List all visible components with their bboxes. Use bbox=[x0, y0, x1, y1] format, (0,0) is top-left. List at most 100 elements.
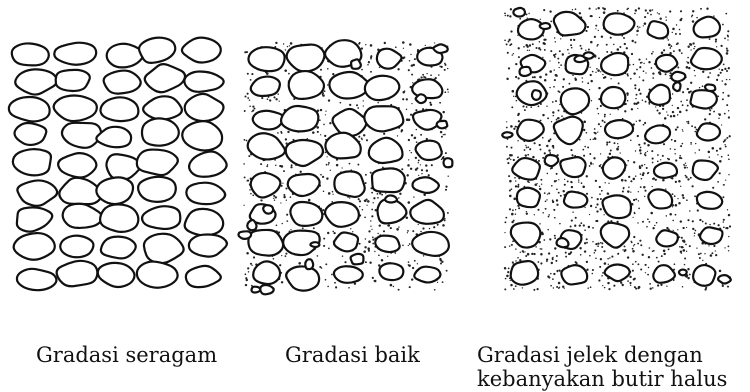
fine-grain bbox=[590, 205, 592, 207]
fine-grain bbox=[677, 198, 678, 199]
fine-grain bbox=[709, 109, 710, 110]
fine-grain bbox=[600, 126, 601, 127]
fine-grain bbox=[341, 167, 342, 168]
fine-grain bbox=[668, 158, 670, 160]
fine-grain bbox=[630, 285, 631, 286]
fine-grain bbox=[617, 143, 618, 144]
caption-poor-gradation-line2: kebanyakan butir halus bbox=[477, 367, 727, 391]
fine-grain bbox=[590, 80, 592, 82]
fine-grain bbox=[635, 261, 637, 263]
fine-grain bbox=[403, 48, 404, 49]
fine-grain bbox=[713, 223, 715, 225]
fine-grain bbox=[593, 132, 595, 134]
fine-grain bbox=[511, 213, 514, 216]
fine-grain bbox=[320, 134, 321, 135]
fine-grain bbox=[684, 258, 686, 260]
fine-grain bbox=[719, 160, 722, 163]
uniform-aggregate-grain bbox=[145, 64, 185, 92]
fine-grain bbox=[598, 57, 600, 59]
fine-grain bbox=[639, 120, 641, 122]
fine-grain bbox=[542, 212, 544, 214]
poor-aggregate-grain bbox=[554, 12, 586, 36]
fine-grain bbox=[621, 179, 624, 182]
fine-grain bbox=[704, 118, 706, 120]
fine-grain bbox=[718, 117, 720, 119]
fine-grain bbox=[617, 48, 620, 51]
fine-grain bbox=[504, 39, 506, 41]
fine-grain bbox=[561, 115, 563, 117]
fine-grain bbox=[563, 78, 565, 80]
fine-grain bbox=[383, 230, 385, 232]
fine-grain bbox=[728, 116, 730, 118]
fine-grain bbox=[420, 164, 421, 165]
fine-grain bbox=[512, 209, 514, 211]
uniform-aggregate-grain bbox=[143, 96, 182, 119]
fine-grain bbox=[511, 244, 513, 246]
fine-grain bbox=[411, 152, 412, 153]
fine-grain bbox=[551, 262, 553, 264]
fine-grain bbox=[630, 78, 632, 80]
fine-grain bbox=[564, 179, 565, 180]
fine-grain bbox=[504, 232, 505, 233]
fine-grain bbox=[408, 159, 409, 160]
fine-grain bbox=[312, 131, 315, 134]
fine-grain bbox=[638, 208, 640, 210]
fine-grain bbox=[697, 209, 699, 211]
fine-grain bbox=[669, 47, 671, 49]
fine-grain bbox=[538, 47, 540, 49]
fine-grain bbox=[708, 245, 709, 246]
fine-grain bbox=[511, 188, 513, 190]
fine-grain bbox=[686, 61, 687, 62]
fine-grain bbox=[535, 246, 537, 248]
fine-grain bbox=[370, 172, 372, 174]
fine-grain bbox=[282, 183, 283, 184]
fine-grain bbox=[279, 100, 280, 101]
fine-grain bbox=[246, 252, 249, 255]
uniform-aggregate-grain bbox=[107, 44, 144, 68]
fine-grain bbox=[603, 8, 606, 11]
well-aggregate-grain bbox=[412, 177, 438, 193]
fine-grain bbox=[644, 190, 646, 192]
fine-grain bbox=[540, 248, 541, 249]
fine-grain bbox=[711, 252, 713, 254]
fine-grain bbox=[540, 149, 542, 151]
fine-grain bbox=[381, 259, 384, 262]
fine-grain bbox=[715, 38, 717, 40]
fine-grain bbox=[418, 175, 419, 176]
uniform-aggregate-grain bbox=[13, 149, 51, 175]
poor-aggregate-grain bbox=[601, 223, 629, 248]
fine-grain bbox=[669, 10, 671, 12]
fine-grain bbox=[650, 14, 652, 16]
fine-grain bbox=[699, 87, 700, 88]
uniform-aggregate-grain bbox=[96, 177, 133, 204]
fine-grain bbox=[628, 186, 630, 188]
fine-grain bbox=[513, 128, 515, 130]
fine-grain bbox=[597, 7, 599, 9]
fine-grain bbox=[244, 176, 246, 178]
fine-grain bbox=[712, 187, 714, 189]
fine-grain bbox=[421, 169, 423, 171]
fine-grain bbox=[679, 51, 680, 52]
well-small-grain bbox=[310, 242, 319, 247]
fine-grain bbox=[526, 106, 528, 108]
fine-grain bbox=[614, 142, 616, 144]
fine-grain bbox=[594, 252, 596, 254]
fine-grain bbox=[700, 253, 702, 255]
fine-grain bbox=[277, 93, 278, 94]
fine-grain bbox=[686, 167, 687, 168]
fine-grain bbox=[608, 193, 610, 195]
fine-grain bbox=[416, 141, 418, 143]
fine-grain bbox=[718, 113, 719, 114]
fine-grain bbox=[602, 120, 604, 122]
fine-grain bbox=[359, 206, 360, 207]
fine-grain bbox=[639, 240, 641, 242]
fine-grain bbox=[246, 140, 248, 142]
well-aggregate-grain bbox=[333, 109, 367, 136]
fine-grain bbox=[445, 64, 447, 66]
fine-grain bbox=[640, 268, 642, 270]
fine-grain bbox=[243, 205, 244, 206]
fine-grain bbox=[509, 180, 512, 183]
poor-aggregate-grain bbox=[554, 117, 583, 145]
fine-grain bbox=[327, 84, 328, 85]
fine-grain bbox=[411, 103, 412, 104]
